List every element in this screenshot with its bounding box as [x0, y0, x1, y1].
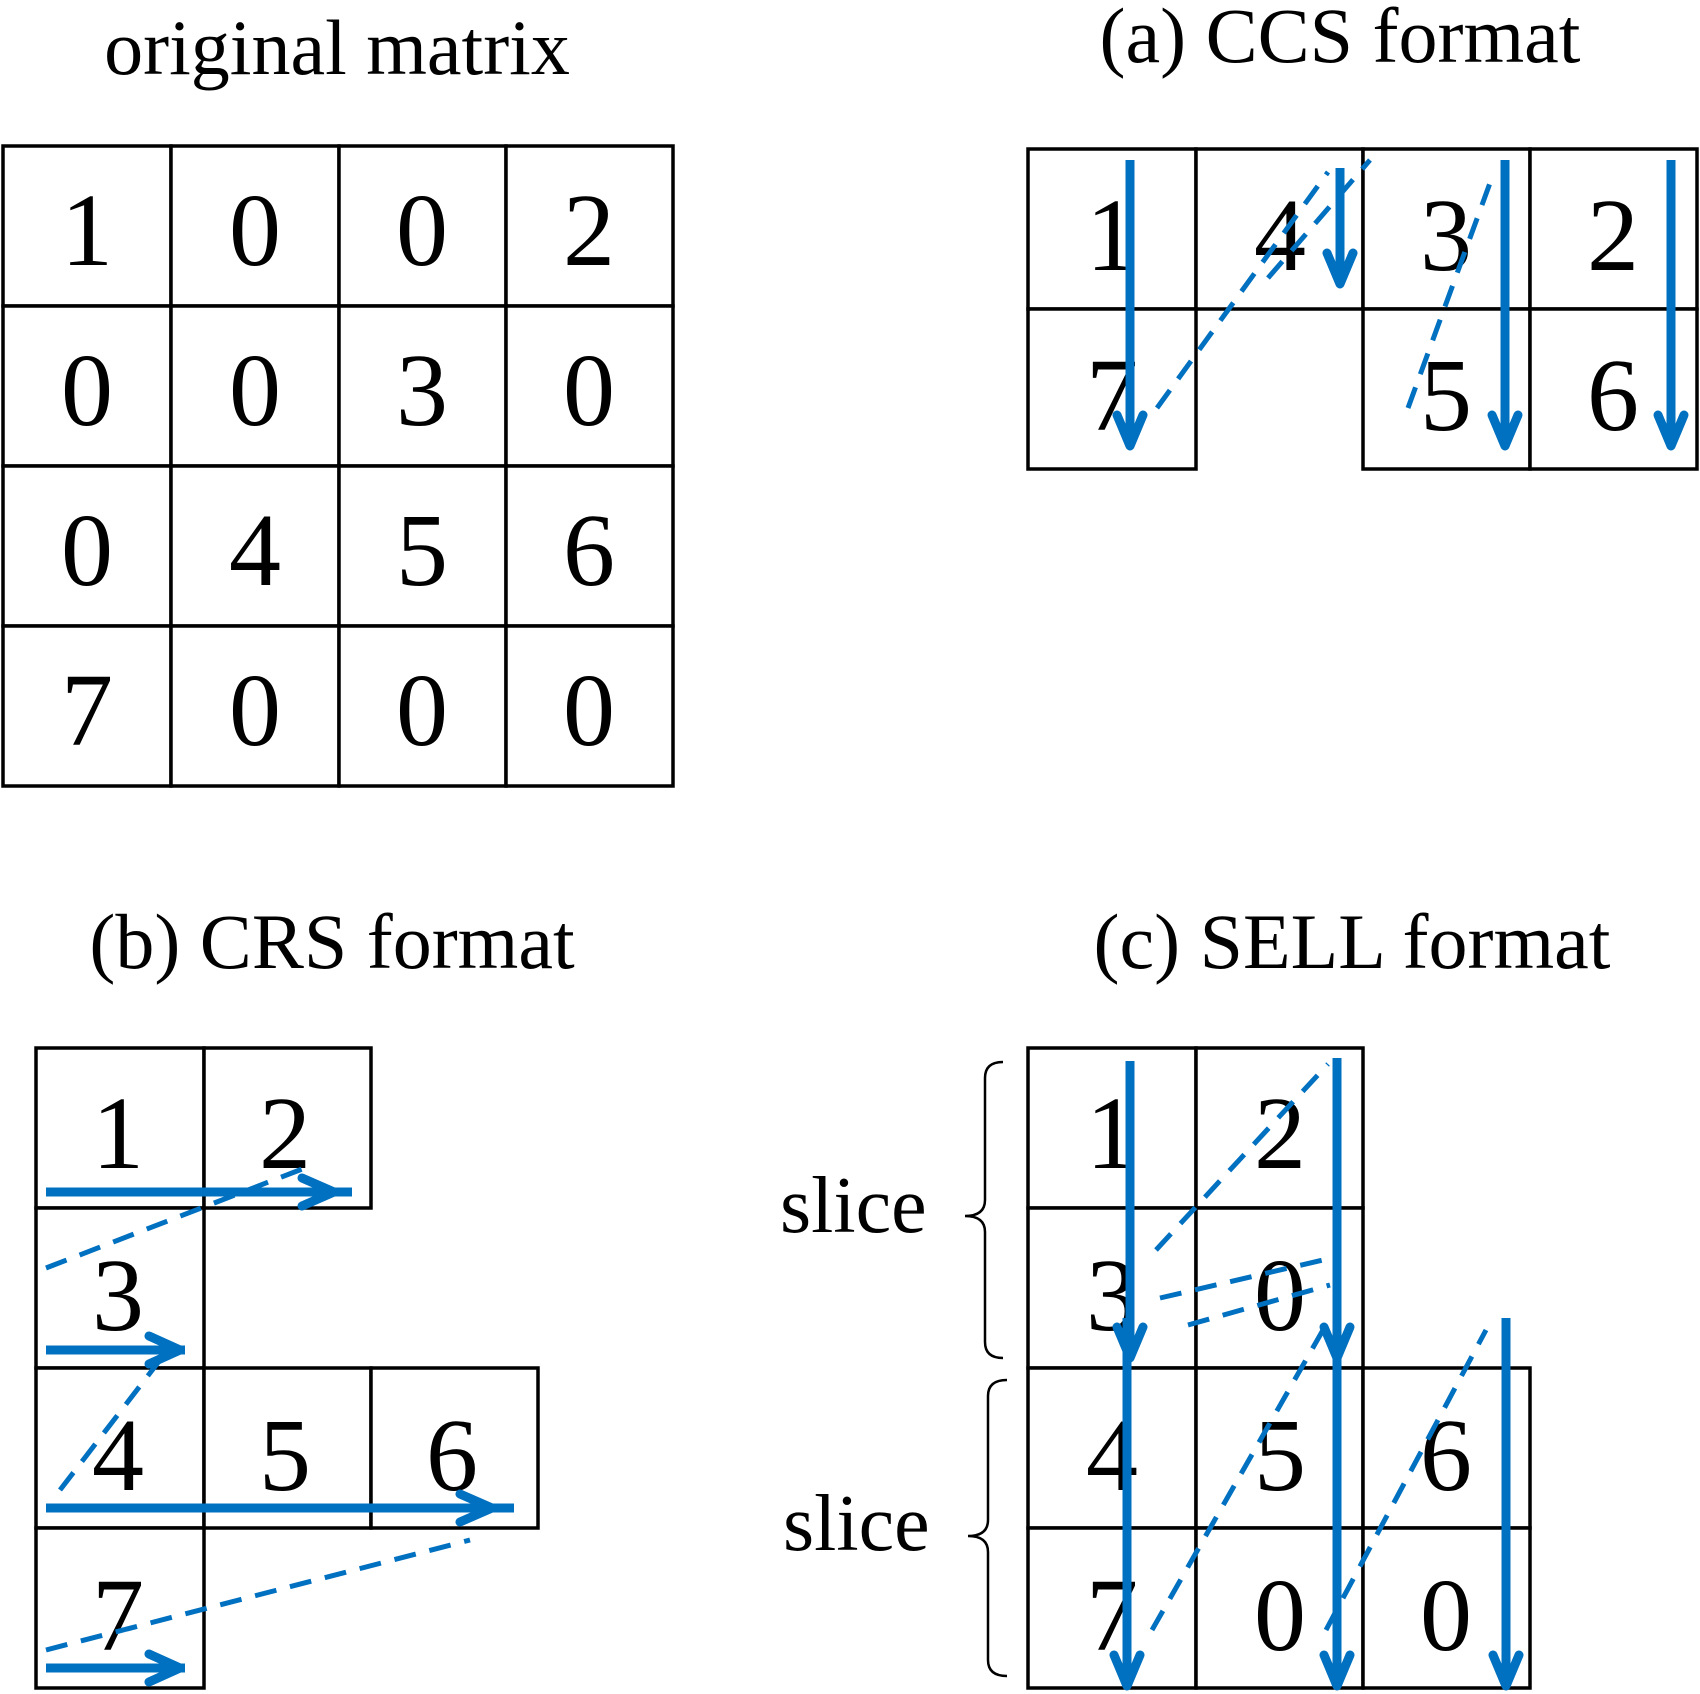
sell-cell: [1026, 1046, 1198, 1210]
original-matrix-panel: original matrix 1 0 0 2 0 0 3 0: [1, 4, 675, 788]
arrow-down-icon: [1487, 410, 1523, 451]
matrix-cell: [1, 624, 173, 788]
matrix-cell: [337, 144, 508, 308]
arrow-down-icon: [1653, 410, 1689, 451]
ccs-value: 6: [1587, 338, 1639, 453]
matrix-value: 0: [563, 333, 615, 448]
matrix-value: 3: [396, 333, 448, 448]
matrix-cell: [169, 304, 341, 468]
sell-value: 0: [1254, 1558, 1306, 1673]
matrix-value: 6: [563, 493, 615, 608]
crs-format-panel: (b) CRS format 1 2 3 4 5 6 7: [34, 898, 575, 1690]
sell-value: 6: [1420, 1398, 1472, 1513]
matrix-value: 0: [229, 333, 281, 448]
return-dash: [58, 1358, 162, 1492]
original-matrix-grid: 1 0 0 2 0 0 3 0 0 4 5 6 7 0 0 0: [1, 144, 675, 788]
return-dash: [1154, 170, 1331, 410]
crs-value: 4: [92, 1398, 144, 1513]
crs-cell: [34, 1046, 206, 1210]
sell-value: 0: [1420, 1558, 1472, 1673]
return-dash: [1154, 1062, 1330, 1252]
arrow-right-icon: [297, 1173, 339, 1211]
sell-cell: [1026, 1366, 1198, 1530]
matrix-cell: [169, 624, 341, 788]
arrow-down-icon: [1319, 1650, 1355, 1691]
ccs-traversal-arrows: [1112, 158, 1689, 451]
crs-grid: 1 2 3 4 5 6 7: [34, 1046, 540, 1690]
crs-traversal-arrows: [45, 1163, 514, 1687]
return-dash: [1266, 158, 1372, 280]
crs-value: 1: [92, 1076, 144, 1191]
matrix-value: 0: [396, 173, 448, 288]
matrix-value: 0: [61, 493, 113, 608]
slice-brace: [967, 1378, 1008, 1678]
matrix-cell: [504, 464, 675, 628]
crs-cell: [202, 1366, 373, 1530]
return-dash: [1405, 171, 1497, 409]
crs-value: 7: [92, 1558, 144, 1673]
original-matrix-title: original matrix: [104, 4, 570, 91]
arrow-down-icon: [1109, 1650, 1145, 1691]
matrix-value: 0: [61, 333, 113, 448]
return-dash: [45, 1537, 471, 1653]
matrix-cell: [169, 464, 341, 628]
arrow-right-icon: [455, 1489, 497, 1527]
crs-cell: [202, 1046, 373, 1210]
ccs-cell: [1026, 147, 1198, 311]
return-dash: [1149, 1328, 1326, 1632]
arrow-right-icon: [144, 1331, 185, 1369]
slice-label: slice: [780, 1162, 927, 1250]
crs-cell: [369, 1366, 540, 1530]
return-dash: [1323, 1328, 1489, 1632]
matrix-value: 4: [229, 493, 281, 608]
sell-format-panel: (c) SELL format slice slice 1 2 3 0 4 5 …: [780, 898, 1611, 1691]
matrix-value: 5: [396, 493, 448, 608]
matrix-cell: [504, 304, 675, 468]
arrow-down-icon: [1322, 248, 1358, 289]
crs-value: 3: [92, 1238, 144, 1353]
matrix-value: 0: [229, 653, 281, 768]
return-dash: [45, 1163, 311, 1271]
arrow-down-icon: [1112, 410, 1148, 451]
arrow-right-icon: [144, 1649, 185, 1687]
sell-traversal-arrows: [1109, 1058, 1524, 1691]
sell-format-title: (c) SELL format: [1094, 898, 1611, 985]
crs-value: 5: [259, 1398, 311, 1513]
slice-brace: [964, 1060, 1004, 1360]
crs-format-title: (b) CRS format: [89, 898, 575, 985]
sell-value: 5: [1254, 1398, 1306, 1513]
return-dash: [1187, 1282, 1331, 1328]
ccs-value: 3: [1420, 178, 1472, 293]
matrix-value: 0: [563, 653, 615, 768]
crs-value: 2: [259, 1076, 311, 1191]
return-dash: [1159, 1257, 1324, 1301]
matrix-value: 7: [61, 653, 113, 768]
matrix-cell: [504, 144, 675, 308]
sell-slice-labels: slice slice: [780, 1060, 1008, 1678]
ccs-format-title: (a) CCS format: [1100, 0, 1581, 79]
matrix-cell: [504, 624, 675, 788]
ccs-value: 2: [1587, 178, 1639, 293]
slice-label: slice: [783, 1480, 930, 1568]
sell-grid: 1 2 3 0 4 5 6 7 0 0: [1026, 1046, 1532, 1690]
matrix-value: 1: [61, 173, 113, 288]
matrix-value: 0: [396, 653, 448, 768]
ccs-grid: 1 7 4 3 5 2 6: [1026, 147, 1699, 471]
ccs-value: 4: [1254, 178, 1306, 293]
ccs-format-panel: (a) CCS format 1 7 4 3 5 2 6: [1026, 0, 1699, 471]
arrow-down-icon: [1488, 1650, 1524, 1691]
matrix-cell: [1, 144, 173, 308]
matrix-cell: [169, 144, 341, 308]
matrix-value: 2: [563, 173, 615, 288]
matrix-value: 0: [229, 173, 281, 288]
